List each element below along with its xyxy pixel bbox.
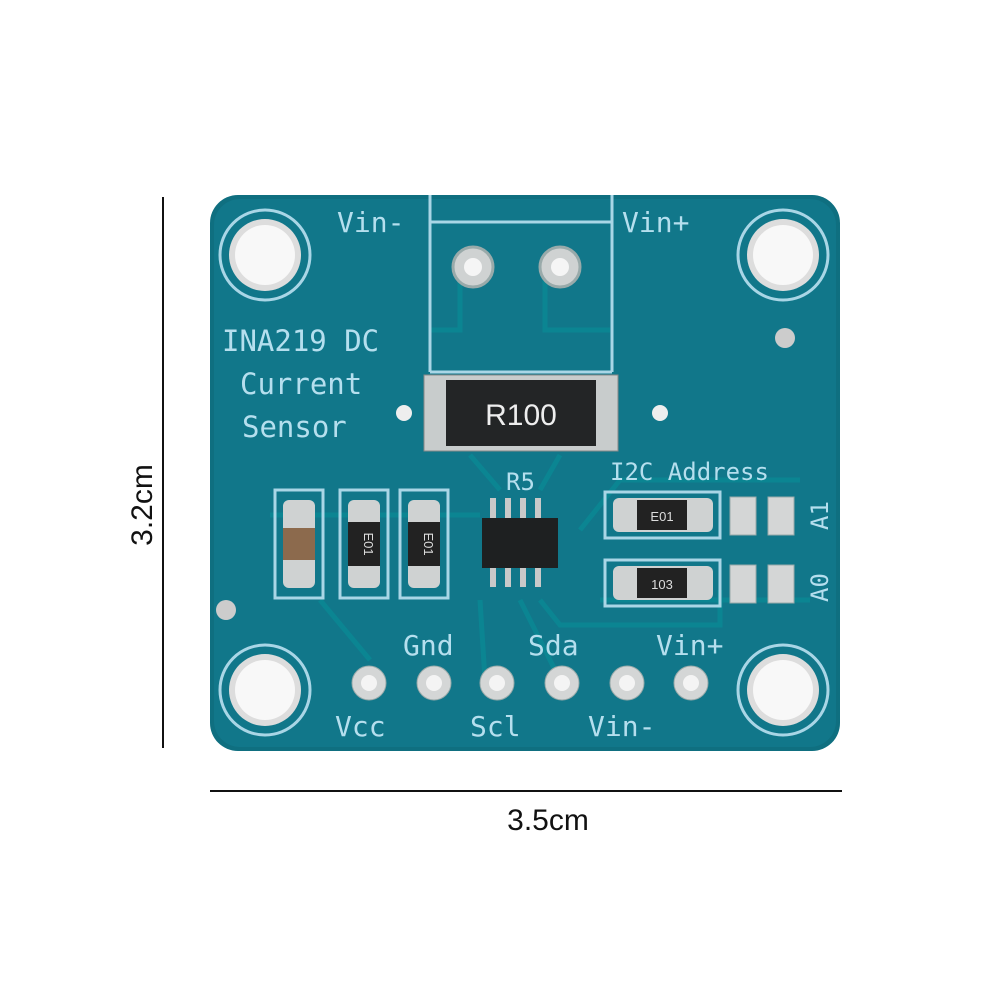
address-resistor-a1: E01 — [603, 490, 722, 540]
label-a0: A0 — [806, 573, 834, 602]
pcb-board: Vin- Vin+ INA219 DC Current Sensor R100 … — [210, 195, 840, 751]
resistor: E01 — [398, 488, 450, 600]
pin-label-gnd: Gnd — [403, 629, 454, 662]
svg-text:E01: E01 — [650, 509, 673, 524]
pin-label-vin-minus: Vin- — [588, 710, 655, 743]
shunt-resistor: R100 — [423, 374, 619, 452]
label-a1: A1 — [806, 501, 834, 530]
pin-label-vcc: Vcc — [335, 710, 386, 743]
label-top-vin-minus: Vin- — [337, 206, 404, 239]
height-dimension-label: 3.2cm — [126, 464, 159, 546]
mounting-hole — [736, 643, 830, 737]
pin-label-scl: Scl — [470, 710, 521, 743]
jumper-pad-a0 — [729, 564, 795, 604]
width-dimension-label: 3.5cm — [507, 804, 589, 837]
address-resistor-a0: 103 — [603, 558, 722, 608]
mounting-hole — [218, 208, 312, 302]
board-title-line3: Sensor — [242, 410, 347, 444]
header-pins — [351, 665, 709, 701]
svg-text:E01: E01 — [421, 532, 436, 555]
i2c-address-label: I2C Address — [610, 458, 769, 486]
pin-label-vin-plus: Vin+ — [656, 629, 723, 662]
ina219-chip — [482, 498, 558, 587]
svg-text:103: 103 — [651, 577, 673, 592]
board-title-line2: Current — [240, 367, 362, 401]
pin-label-sda: Sda — [528, 629, 579, 662]
resistor: E01 — [338, 488, 390, 600]
capacitor — [273, 488, 325, 600]
mounting-hole — [736, 208, 830, 302]
shunt-resistor-marking: R100 — [485, 399, 557, 432]
board-title-line1: INA219 DC — [222, 324, 379, 358]
svg-text:E01: E01 — [361, 532, 376, 555]
label-top-vin-plus: Vin+ — [622, 206, 689, 239]
jumper-pad-a1 — [729, 496, 795, 536]
mounting-hole — [218, 643, 312, 737]
shunt-ref-label: R5 — [506, 468, 535, 496]
